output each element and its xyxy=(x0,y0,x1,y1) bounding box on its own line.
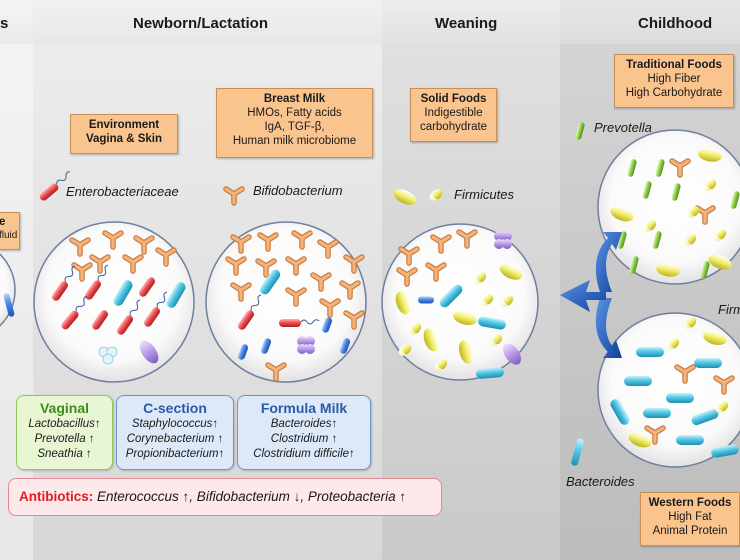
label-firmicutes-cut: Firm xyxy=(718,302,740,317)
left-cut-box: e fluid xyxy=(0,212,20,250)
diet-shift-arrows xyxy=(560,232,622,358)
antibiotics-label: Antibiotics: xyxy=(19,489,94,504)
prenatal-blue-rod xyxy=(3,293,15,317)
western-foods-box: Western Foods High Fat Animal Protein xyxy=(640,492,740,546)
csection-box: C-section Staphylococcus↑ Corynebacteriu… xyxy=(116,395,234,470)
label-bifidobacterium: Bifidobacterium xyxy=(253,183,343,198)
stage-title-prenatal: s xyxy=(0,15,9,32)
label-prevotella: Prevotella xyxy=(594,120,652,135)
prenatal-circle xyxy=(0,253,16,327)
label-enterobacteriaceae: Enterobacteriaceae xyxy=(66,184,179,199)
breast-milk-box: Breast Milk HMOs, Fatty acids IgA, TGF-β… xyxy=(216,88,373,158)
stage-title-childhood: Childhood xyxy=(638,15,713,32)
stage-title-newborn: Newborn/Lactation xyxy=(133,15,269,32)
newborn-vaginal-bacteria xyxy=(49,233,188,365)
solid-foods-box: Solid Foods Indigestible carbohydrate xyxy=(410,88,497,142)
stage-title-weaning: Weaning xyxy=(435,15,498,32)
label-bacteroides: Bacteroides xyxy=(566,474,635,489)
antibiotics-effects: Enterococcus ↑, Bifidobacterium ↓, Prote… xyxy=(97,489,407,504)
newborn-milk-circle xyxy=(205,221,367,383)
label-firmicutes: Firmicutes xyxy=(454,187,514,202)
vaginal-box: Vaginal Lactobacillus↑ Prevotella ↑ Snea… xyxy=(16,395,113,470)
antibiotics-box: Antibiotics: Enterococcus ↑, Bifidobacte… xyxy=(8,478,442,516)
traditional-foods-box: Traditional Foods High Fiber High Carboh… xyxy=(614,54,734,108)
childhood-western-circle xyxy=(597,312,740,468)
header-band xyxy=(0,0,740,44)
formula-milk-box: Formula Milk Bacteroides↑ Clostridium ↑ … xyxy=(237,395,371,470)
environment-box: Environment Vagina & Skin xyxy=(70,114,178,154)
weaning-bacteria xyxy=(392,231,525,380)
legend-icons xyxy=(37,121,586,466)
